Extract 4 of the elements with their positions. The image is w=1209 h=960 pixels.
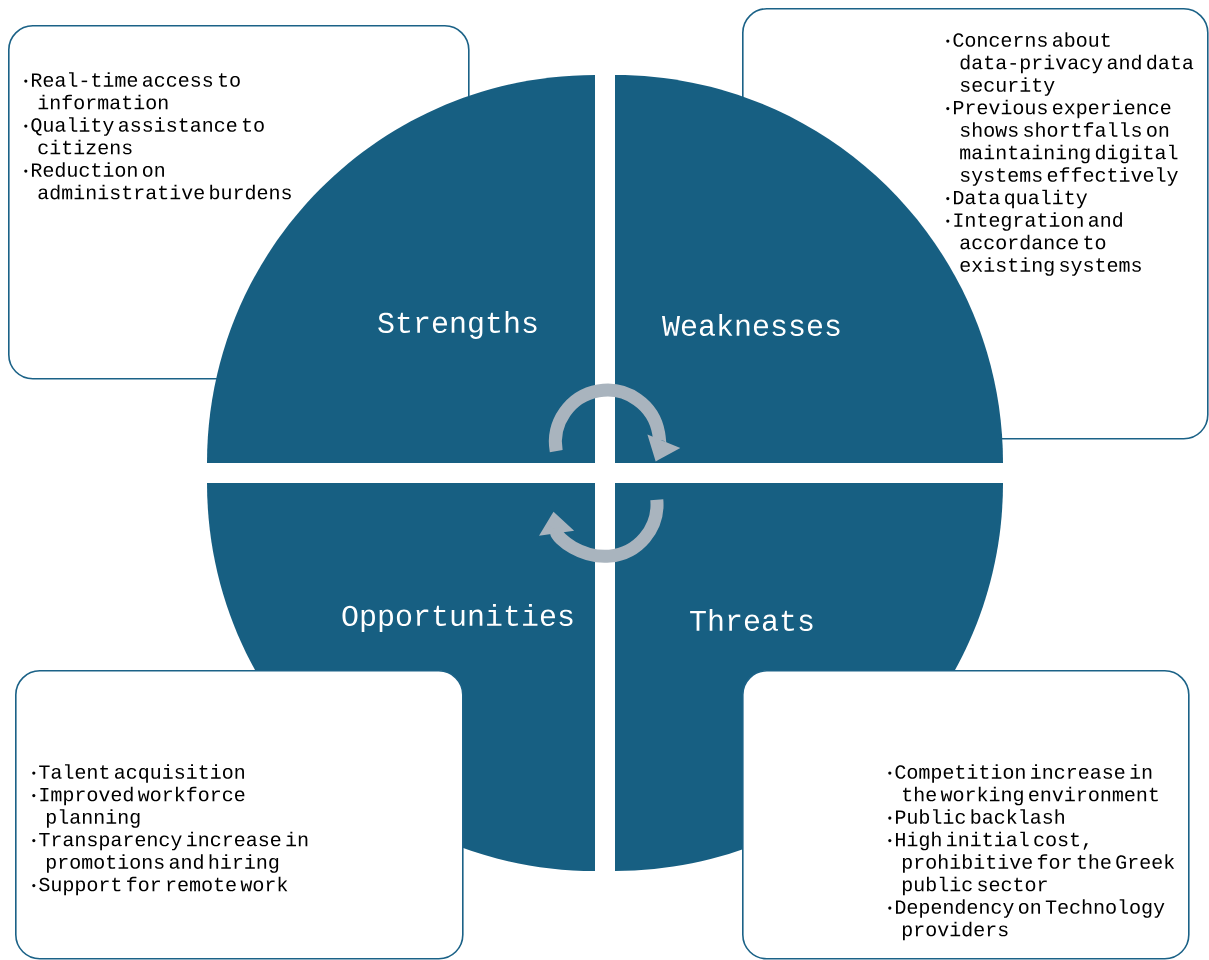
text-box xyxy=(15,670,464,960)
bullet-item: Support for remote work xyxy=(32,876,288,896)
text-box xyxy=(742,670,1190,960)
bullet-item: Dependency on Technology providers xyxy=(888,899,1165,941)
